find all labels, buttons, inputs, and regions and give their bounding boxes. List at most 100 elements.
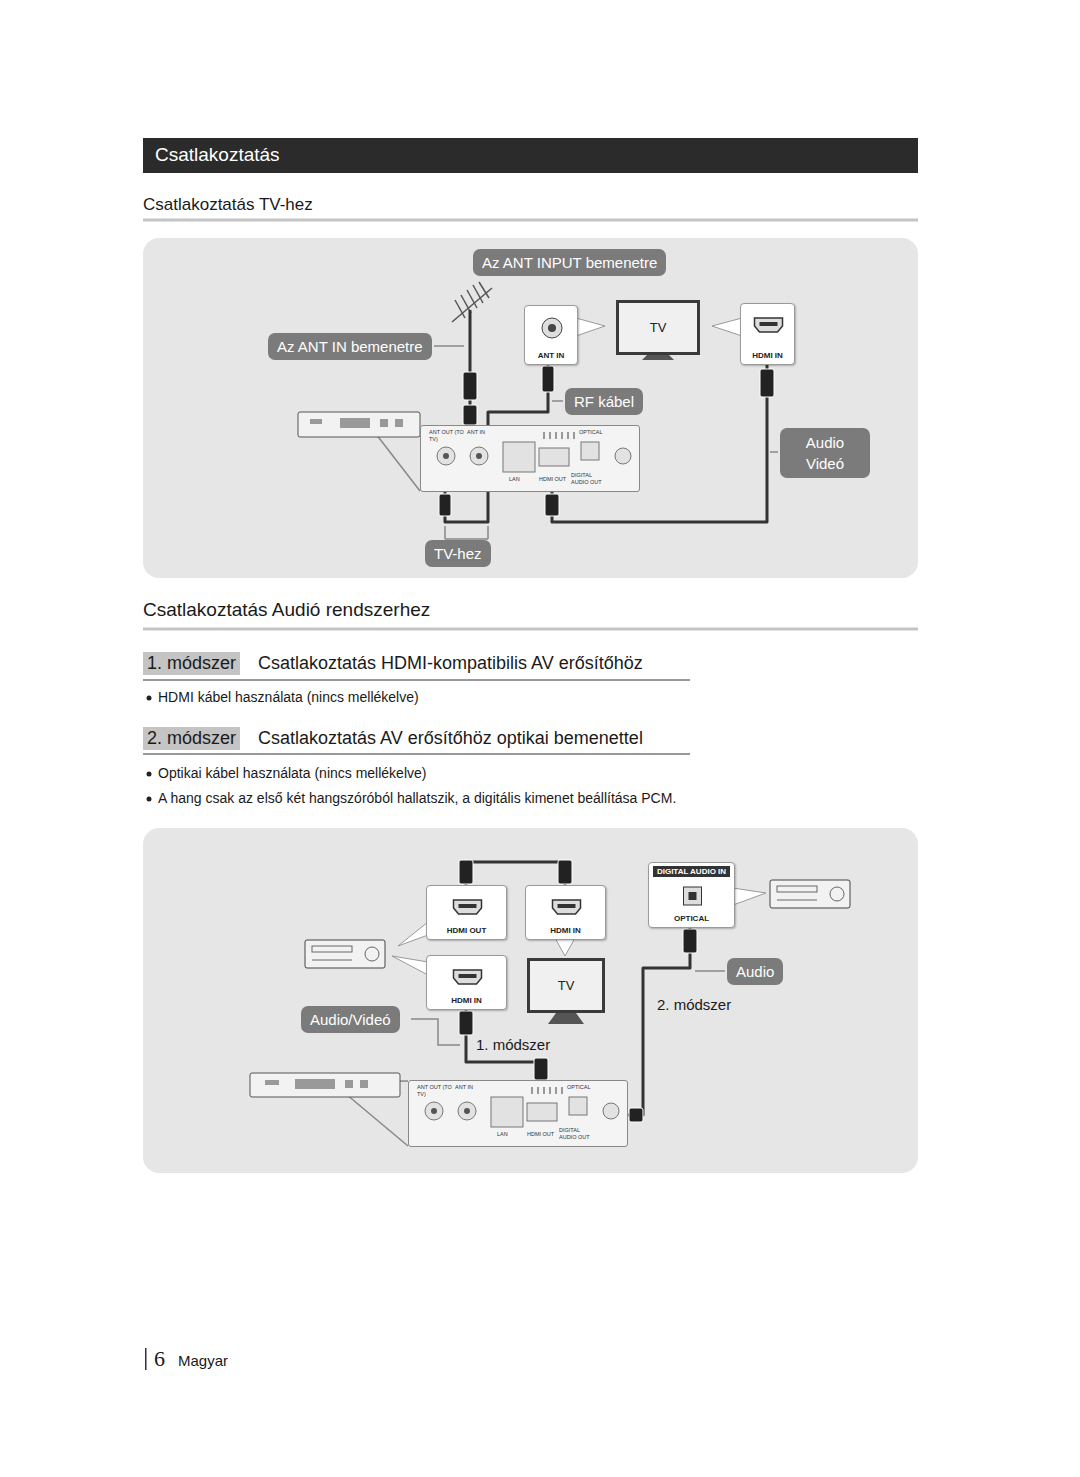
line-art bbox=[573, 432, 575, 439]
line-art bbox=[553, 900, 581, 914]
line-art bbox=[542, 366, 554, 392]
line-art bbox=[542, 318, 562, 338]
text-label: A hang csak az első két hangszóróból hal… bbox=[158, 790, 676, 806]
line-art bbox=[733, 888, 766, 905]
line-art bbox=[459, 974, 477, 978]
line-art bbox=[777, 886, 817, 892]
line-art bbox=[558, 904, 576, 908]
line-art bbox=[581, 442, 599, 460]
node-text: ANT IN bbox=[525, 351, 577, 360]
line-art bbox=[380, 419, 388, 427]
node-text: ANT OUT (TO TV) bbox=[429, 429, 465, 442]
text-label: 6 bbox=[154, 1346, 165, 1372]
port-icon bbox=[421, 426, 641, 493]
line-art bbox=[312, 946, 352, 952]
port-callout: HDMI IN bbox=[426, 955, 507, 1010]
node-text: Audio bbox=[736, 963, 774, 980]
line-art bbox=[543, 1087, 545, 1094]
line-art bbox=[295, 1079, 335, 1089]
node-text: Audio Videó bbox=[806, 434, 844, 472]
line-art bbox=[712, 318, 742, 336]
label-tag: Audio bbox=[727, 958, 783, 985]
line-art bbox=[345, 1080, 353, 1088]
node-text: ANT OUT (TO TV) bbox=[417, 1084, 453, 1097]
port-callout: DIGITAL AUDIO INOPTICAL bbox=[648, 862, 735, 928]
port-callout: HDMI IN bbox=[525, 885, 606, 940]
node-text: LAN bbox=[509, 476, 520, 483]
line-art bbox=[534, 1058, 548, 1080]
line-art bbox=[548, 324, 556, 332]
line-art bbox=[473, 285, 483, 303]
panel-ground bbox=[143, 828, 918, 1173]
port-callout: HDMI IN bbox=[740, 303, 795, 365]
line-art bbox=[459, 860, 473, 884]
line-art bbox=[454, 900, 482, 914]
node-text: HDMI IN bbox=[741, 351, 794, 360]
line-art bbox=[459, 904, 477, 908]
label-tag: Audio Videó bbox=[780, 428, 870, 478]
node-text: TV bbox=[558, 978, 575, 993]
line-art bbox=[458, 1102, 476, 1120]
node-text: Az ANT IN bemenetre bbox=[277, 338, 423, 355]
line-art bbox=[543, 432, 545, 439]
line-art bbox=[770, 451, 778, 453]
callout-pointers bbox=[392, 318, 766, 975]
cable bbox=[466, 862, 565, 885]
node-text: OPTICAL bbox=[579, 429, 603, 436]
rear-panel: ANT OUT (TO TV)ANT INLANHDMI OUTOPTICALD… bbox=[420, 425, 640, 492]
line-art bbox=[395, 419, 403, 427]
line-art bbox=[431, 1108, 437, 1114]
node-text: Az ANT INPUT bemenetre bbox=[482, 254, 657, 271]
node-text: TV bbox=[650, 320, 667, 335]
line-art bbox=[545, 494, 559, 516]
antenna bbox=[452, 282, 492, 322]
node-text: TV-hez bbox=[434, 545, 482, 562]
line-art bbox=[467, 290, 477, 308]
line-art bbox=[434, 345, 464, 347]
line-art bbox=[425, 1097, 619, 1127]
line-art bbox=[305, 940, 385, 968]
node-text: DIGITAL AUDIO OUT bbox=[571, 472, 607, 485]
node-text: ANT IN bbox=[455, 1084, 473, 1091]
line-art bbox=[552, 400, 563, 402]
text-label: Csatlakoztatás HDMI-kompatibilis AV erős… bbox=[258, 653, 643, 674]
line-art bbox=[629, 1108, 643, 1122]
port-callout: HDMI OUT bbox=[426, 885, 507, 940]
line-art bbox=[439, 494, 451, 516]
line-art bbox=[147, 797, 152, 802]
node-text: HDMI IN bbox=[526, 926, 605, 935]
label-tag: Az ANT IN bemenetre bbox=[268, 333, 432, 360]
line-art bbox=[683, 929, 697, 953]
node-text: LAN bbox=[497, 1131, 508, 1138]
line-art bbox=[398, 922, 428, 946]
page-rule bbox=[145, 1348, 147, 1370]
line-art bbox=[445, 526, 488, 539]
line-art bbox=[561, 432, 563, 439]
line-art bbox=[503, 442, 535, 472]
rule bbox=[143, 219, 918, 222]
label-tag: RF kábel bbox=[565, 388, 643, 415]
label-tag: Az ANT INPUT bemenetre bbox=[473, 249, 666, 276]
line-art bbox=[376, 434, 420, 491]
line-art bbox=[569, 1097, 587, 1115]
title-bar bbox=[143, 138, 918, 173]
line-art bbox=[531, 1087, 533, 1094]
line-art bbox=[464, 1108, 470, 1114]
line-art bbox=[340, 418, 370, 428]
line-art bbox=[549, 432, 551, 439]
node-text: HDMI IN bbox=[427, 996, 506, 1005]
line-art bbox=[558, 860, 572, 884]
line-art bbox=[392, 956, 428, 975]
line-art bbox=[549, 1087, 551, 1094]
line-art bbox=[615, 448, 631, 464]
line-art bbox=[455, 300, 465, 318]
line-art bbox=[684, 887, 702, 905]
panel-ground bbox=[143, 238, 918, 578]
line-art bbox=[755, 318, 783, 332]
player-front bbox=[250, 412, 420, 1097]
label-tag: Audio/Videó bbox=[301, 1006, 400, 1033]
node-text: OPTICAL bbox=[649, 914, 734, 923]
line-art bbox=[561, 1087, 563, 1094]
text-label: Csatlakoztatás TV-hez bbox=[143, 195, 313, 215]
